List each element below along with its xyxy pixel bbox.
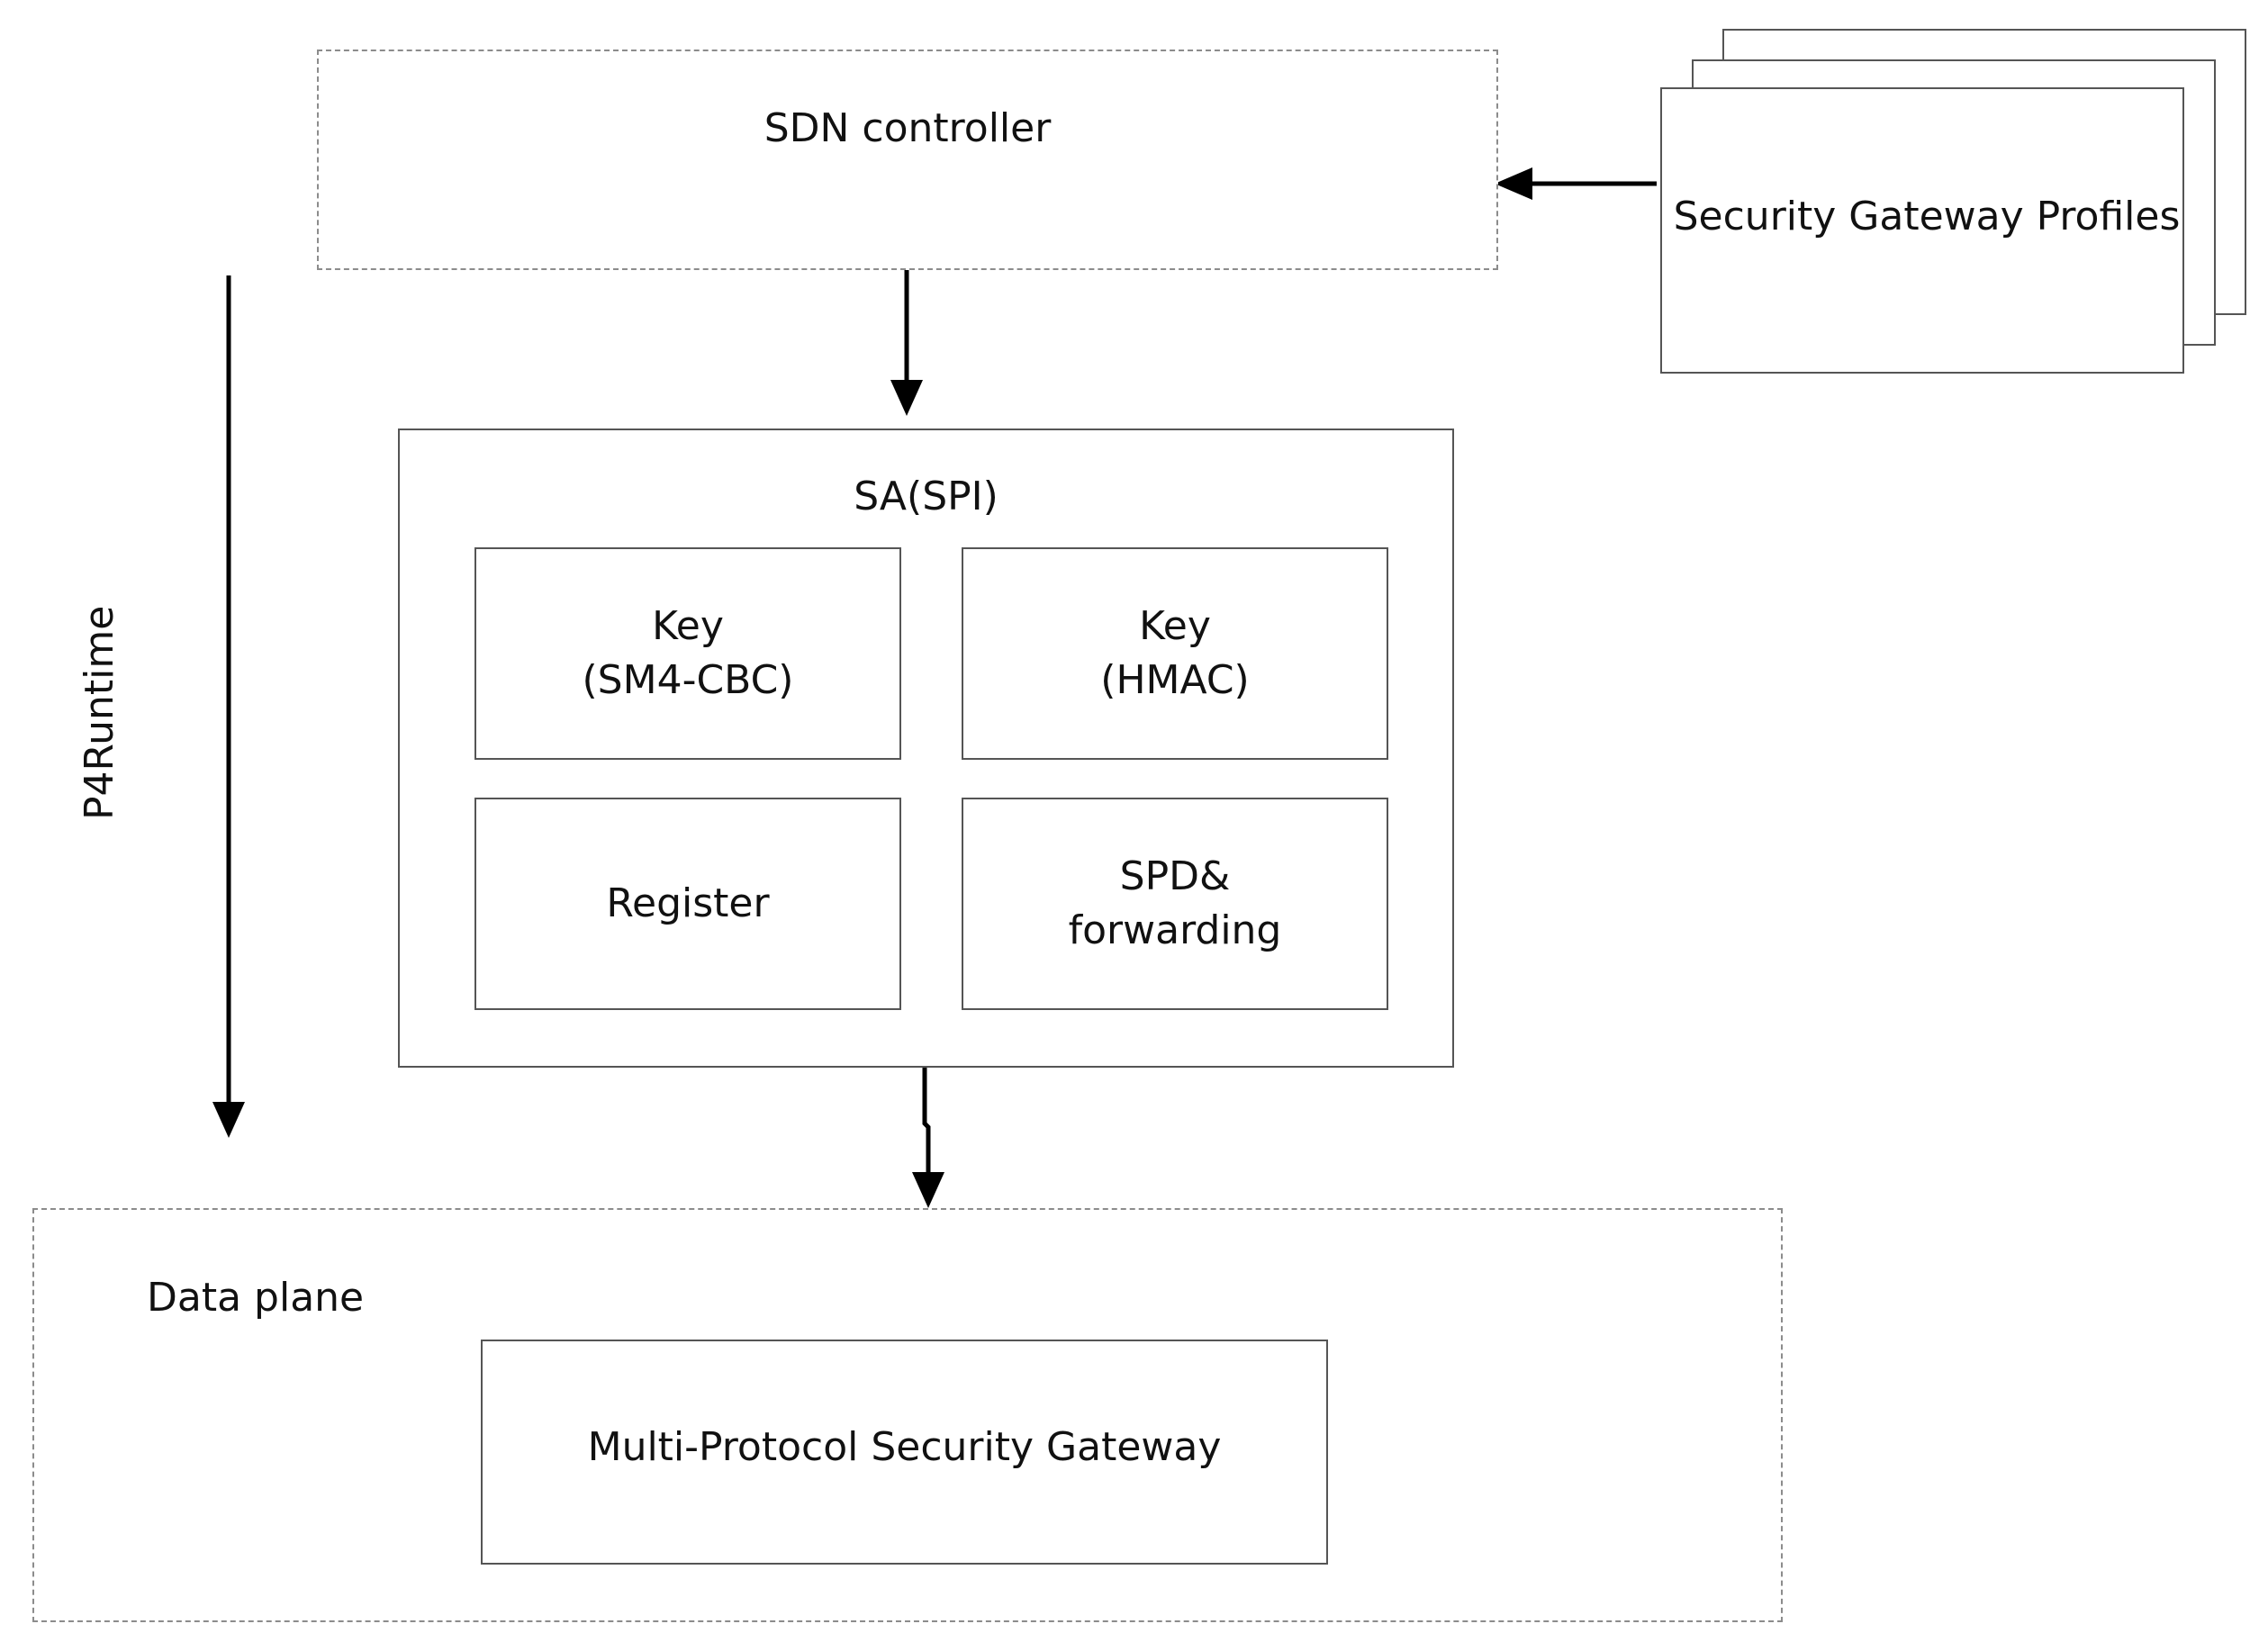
data-plane-label: Data plane — [147, 1275, 365, 1321]
key-hmac-cell: Key (HMAC) — [962, 547, 1388, 760]
controller-to-sa-arrow — [890, 270, 923, 416]
key-sm4-cbc-line2: (SM4-CBC) — [582, 657, 794, 703]
sa-to-dataplane-arrow — [912, 1066, 944, 1208]
sdn-controller-box: SDN controller — [317, 50, 1498, 270]
key-hmac-line2: (HMAC) — [1100, 657, 1250, 703]
sdn-controller-label: SDN controller — [764, 104, 1052, 151]
p4runtime-label: P4Runtime — [77, 605, 122, 820]
key-hmac-line1: Key — [1139, 603, 1211, 649]
register-label: Register — [606, 880, 770, 926]
register-cell: Register — [474, 798, 901, 1010]
spd-forwarding-line2: forwarding — [1068, 907, 1282, 953]
sa-spi-title: SA(SPI) — [854, 474, 998, 519]
spd-forwarding-cell: SPD& forwarding — [962, 798, 1388, 1010]
security-gateway-profiles-label: Security Gateway Profiles — [1673, 194, 2181, 239]
profiles-to-controller-arrow — [1495, 167, 1657, 200]
multi-protocol-security-gateway-label: Multi-Protocol Security Gateway — [587, 1424, 1222, 1470]
p4runtime-arrow — [212, 275, 245, 1138]
key-sm4-cbc-line1: Key — [652, 603, 724, 649]
key-sm4-cbc-cell: Key (SM4-CBC) — [474, 547, 901, 760]
spd-forwarding-line1: SPD& — [1119, 853, 1231, 899]
security-gateway-profiles-card: Security Gateway Profiles — [1660, 87, 2184, 374]
multi-protocol-security-gateway-box: Multi-Protocol Security Gateway — [481, 1340, 1328, 1565]
